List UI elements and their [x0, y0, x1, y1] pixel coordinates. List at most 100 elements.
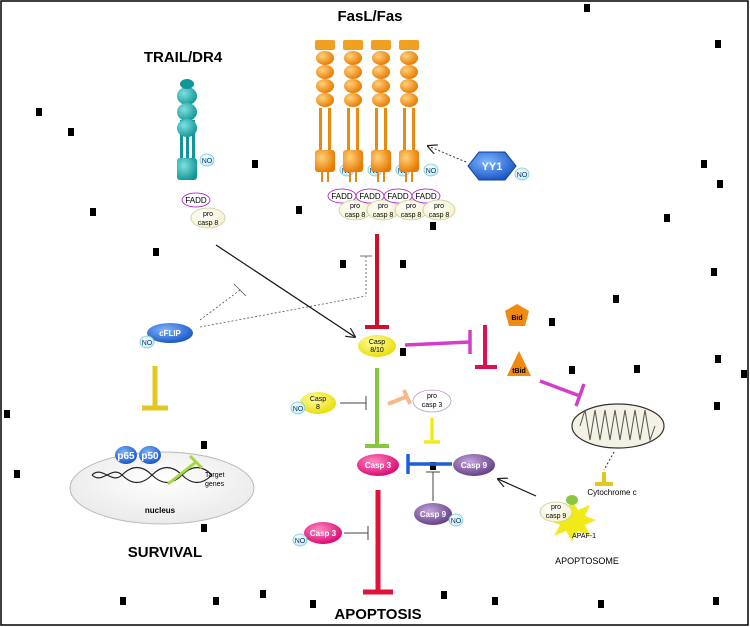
fas-title: FasL/Fas [337, 8, 402, 25]
speck [252, 160, 258, 168]
speck [296, 206, 302, 214]
procasp9-label-b: casp 9 [546, 513, 567, 520]
speck [715, 355, 721, 363]
speck [584, 4, 590, 12]
pro-label: pro [406, 203, 416, 210]
no-label: NO [142, 340, 153, 347]
procasp3-peach-bar [402, 389, 412, 405]
no-label: NO [295, 538, 306, 545]
procasp9-label-a: pro [551, 504, 561, 511]
pro-label: pro [434, 203, 444, 210]
nucleus-label: nucleus [145, 506, 176, 515]
casp9-lower-node [414, 503, 452, 525]
procasp3-node [412, 389, 452, 413]
no-badge-casp8 [290, 401, 306, 415]
cflip-bar-1 [233, 283, 247, 297]
casp3-node [357, 454, 399, 476]
trail-receptor [177, 79, 197, 180]
speck [260, 590, 266, 598]
fas-receptor [399, 40, 419, 182]
speck [713, 597, 719, 605]
casp8-small-label: casp 8 [429, 212, 450, 219]
fas-receptor [343, 40, 363, 182]
speck [613, 295, 619, 303]
no-badge-trail [199, 153, 215, 167]
speck [400, 348, 406, 356]
no-label: NO [426, 168, 437, 175]
speck [68, 128, 74, 136]
fadd-label: FADD [185, 196, 207, 205]
speck [598, 600, 604, 608]
p50-label: p50 [141, 451, 159, 462]
trail-title: TRAIL/DR4 [144, 49, 223, 66]
speck [492, 597, 498, 605]
casp3-lower-node [304, 522, 342, 544]
no-badge-casp9 [448, 513, 464, 527]
no-label: NO [517, 172, 528, 179]
fas-receptor [315, 40, 335, 182]
dna-strand-2 [91, 466, 213, 484]
speck [213, 597, 219, 605]
speck [120, 597, 126, 605]
pro-label: pro [350, 203, 360, 210]
fadd-label: FADD [387, 192, 409, 201]
tbid-node [507, 351, 531, 376]
speck [711, 268, 717, 276]
fas-receptor [371, 40, 391, 182]
mito-cyto-dash [603, 451, 615, 471]
bid-label: Bid [511, 315, 522, 322]
yy1-to-fas-arrow [428, 146, 467, 163]
cflip-node [147, 323, 193, 343]
speck [400, 260, 406, 268]
casp8-small-label: casp 8 [198, 220, 219, 227]
p65-label: p65 [117, 451, 135, 462]
target-label-a: Target [205, 472, 225, 479]
casp810-label-a: Casp [369, 339, 385, 346]
procasp3-label-b: casp 3 [422, 402, 443, 409]
pro-label: pro [203, 211, 213, 218]
apaf1-green [566, 495, 578, 505]
casp8-node [300, 392, 336, 414]
casp9-node [453, 454, 495, 476]
fadd-trail [181, 192, 211, 208]
speck [201, 524, 207, 532]
no-badge-casp3 [292, 533, 308, 547]
scatter-specks [4, 4, 747, 608]
speck [430, 462, 436, 470]
casp3-label: Casp 3 [365, 461, 392, 470]
speck [715, 40, 721, 48]
speck [310, 600, 316, 608]
casp3-lower-label: Casp 3 [310, 529, 337, 538]
pro-label: pro [378, 203, 388, 210]
casp9-label: Casp 9 [461, 461, 488, 470]
speck [701, 160, 707, 168]
no-badge-cflip [139, 335, 155, 349]
survival-title: SURVIVAL [128, 544, 202, 561]
p65-node [115, 446, 137, 464]
yy1-node [467, 151, 517, 181]
fadd-label: FADD [359, 192, 381, 201]
bid-node [505, 304, 529, 326]
speck [201, 441, 207, 449]
fadd-label: FADD [331, 192, 353, 201]
no-label: NO [451, 518, 462, 525]
speck [441, 591, 447, 599]
speck [549, 318, 555, 326]
speck [14, 470, 20, 478]
speck [569, 366, 575, 374]
casp8-num-label: 8 [316, 404, 320, 411]
tbid-label: tBid [512, 368, 526, 375]
p50-target-line [167, 460, 197, 486]
procasp8-fas [422, 199, 456, 221]
speck [90, 208, 96, 216]
procasp9-node [539, 501, 573, 523]
speck [664, 214, 670, 222]
p50-target-bar [188, 454, 204, 470]
p50-node [139, 446, 161, 464]
procasp3-peach-line [387, 394, 409, 406]
cflip-dotted-1 [199, 289, 241, 321]
